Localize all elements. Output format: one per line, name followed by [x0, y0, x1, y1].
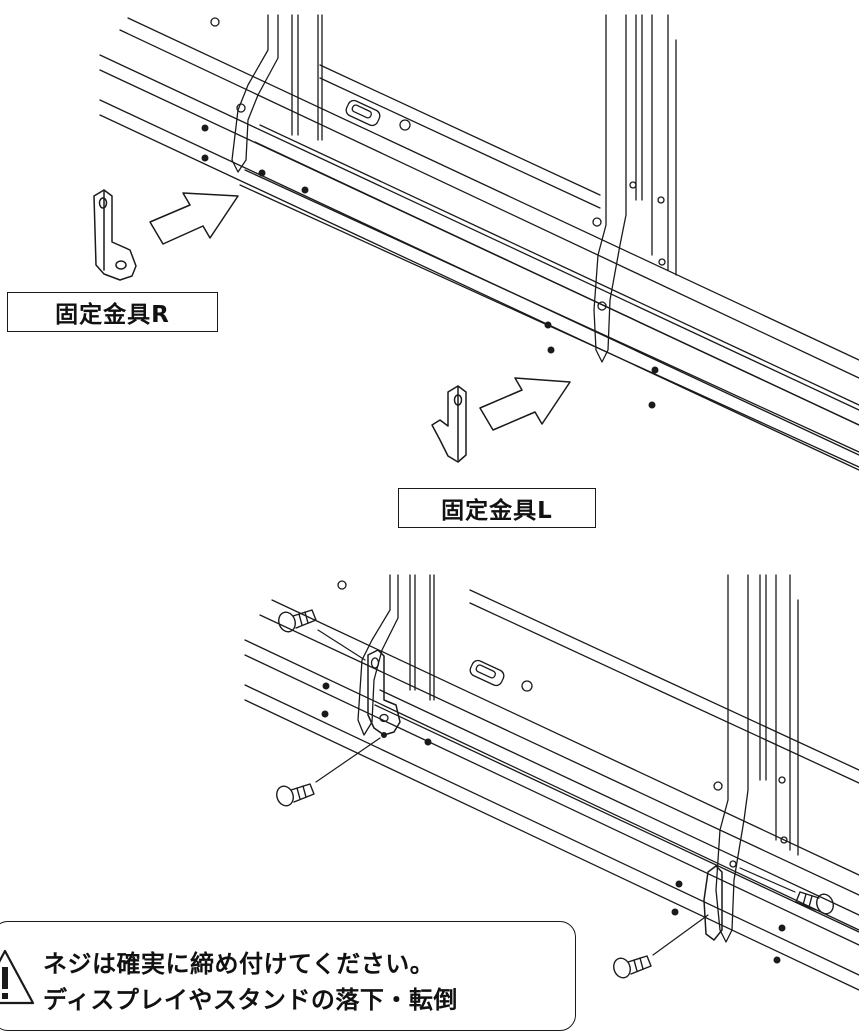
insert-arrow-l [479, 377, 571, 431]
bottom-illustration [244, 574, 859, 991]
warning-line-2: ディスプレイやスタンドの落下・転倒 [43, 986, 458, 1014]
panel-handle-bottom [337, 580, 723, 791]
bracket-l-part [431, 385, 467, 463]
stand-frame-top [99, 17, 859, 471]
right-upright-post-top [593, 14, 677, 363]
panel-handle-top [210, 17, 602, 227]
screw-top-left [278, 609, 366, 661]
warning-line-1: ネジは確実に締め付けてください。 [43, 950, 435, 978]
screw-right [739, 867, 834, 915]
screw-bottom-right [613, 914, 709, 979]
right-upright-post-bottom [703, 574, 799, 943]
beam-holes-bottom [321, 682, 786, 964]
left-upright-post-top [231, 14, 323, 173]
bracket-r-part [93, 189, 137, 281]
installation-diagram [93, 14, 859, 991]
left-upright-post-bottom [357, 574, 435, 736]
warning-triangle-icon [0, 949, 35, 1005]
bracket-r-label: 固定金具R [7, 292, 218, 332]
bracket-l-label: 固定金具L [398, 488, 596, 528]
screw-bottom-left [276, 737, 381, 807]
insert-arrow-r [149, 192, 239, 245]
beam-holes-top [201, 124, 659, 409]
top-illustration [93, 14, 859, 471]
stand-frame-bottom [244, 589, 859, 991]
warning-callout: ネジは確実に締め付けてください。 ディスプレイやスタンドの落下・転倒 [0, 921, 576, 1031]
